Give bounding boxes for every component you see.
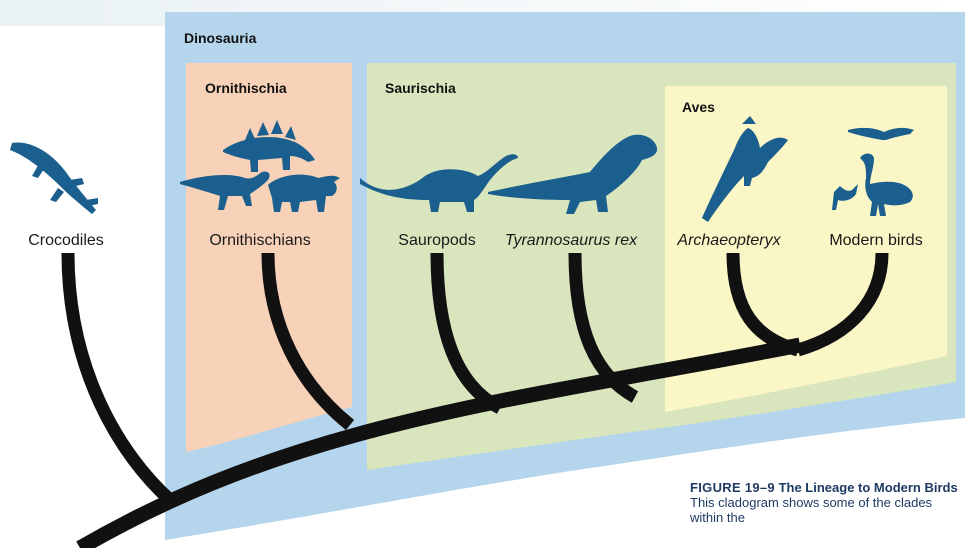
taxon-label-crocodiles: Crocodiles (28, 232, 104, 249)
clade-label-aves: Aves (682, 99, 715, 115)
taxon-label-archaeopteryx: Archaeopteryx (676, 232, 781, 249)
taxon-label-modern-birds: Modern birds (829, 232, 922, 249)
taxon-label-sauropods: Sauropods (398, 232, 475, 249)
crocodile-branch (68, 253, 170, 500)
taxon-label-ornithischians: Ornithischians (209, 232, 310, 249)
crocodile-icon (10, 143, 98, 214)
figure-title: The Lineage to Modern Birds (779, 480, 958, 495)
taxon-label-tyrannosaurus-rex: Tyrannosaurus rex (505, 232, 638, 249)
figure-number: FIGURE 19–9 (690, 480, 775, 495)
figure-caption-text: This cladogram shows some of the clades … (690, 495, 932, 525)
figure-caption: FIGURE 19–9 The Lineage to Modern Birds … (690, 480, 960, 525)
clade-label-saurischia: Saurischia (385, 80, 456, 96)
clade-label-ornithischia: Ornithischia (205, 80, 287, 96)
clade-label-dinosauria: Dinosauria (184, 30, 257, 46)
